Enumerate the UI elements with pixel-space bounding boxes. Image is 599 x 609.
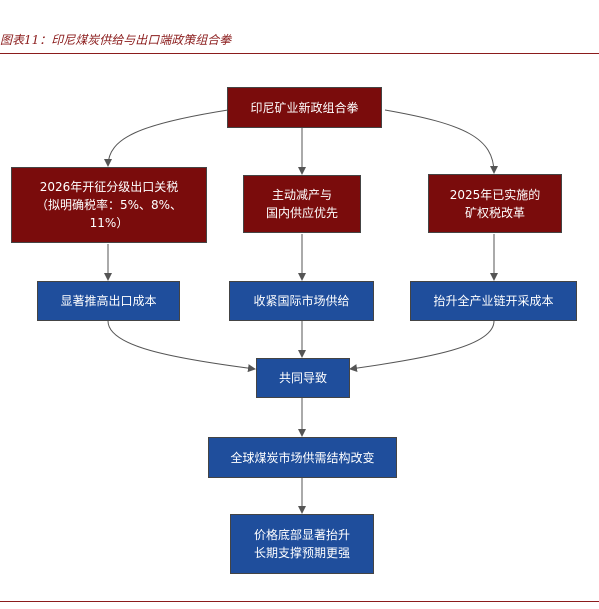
node-export-tax: 2026年开征分级出口关税 （拟明确税率：5%、8%、 11%） <box>11 167 207 243</box>
node-tighten-supply: 收紧国际市场供给 <box>229 281 374 321</box>
node-royalty-reform: 2025年已实施的 矿权税改革 <box>428 174 562 233</box>
node-price-support: 价格底部显著抬升 长期支撑预期更强 <box>230 514 374 574</box>
footer-divider <box>0 601 599 602</box>
edge-root-to-royalty-reform <box>384 109 498 174</box>
header-divider <box>0 53 599 54</box>
node-supply-cut: 主动减产与 国内供应优先 <box>243 175 361 233</box>
node-jointly-lead: 共同导致 <box>256 358 350 398</box>
edge-raise-chain-cost-to-jointly-lead <box>349 320 495 373</box>
edge-raise-export-cost-to-jointly-lead <box>107 320 256 373</box>
node-raise-chain-cost: 抬升全产业链开采成本 <box>410 281 577 321</box>
edge-root-to-export-tax <box>104 109 229 167</box>
node-root-policy-package: 印尼矿业新政组合拳 <box>227 87 382 128</box>
figure-title: 图表11：印尼煤炭供给与出口端政策组合拳 <box>0 33 232 47</box>
node-raise-export-cost: 显著推高出口成本 <box>37 281 180 321</box>
node-structure-change: 全球煤炭市场供需结构改变 <box>208 437 397 478</box>
